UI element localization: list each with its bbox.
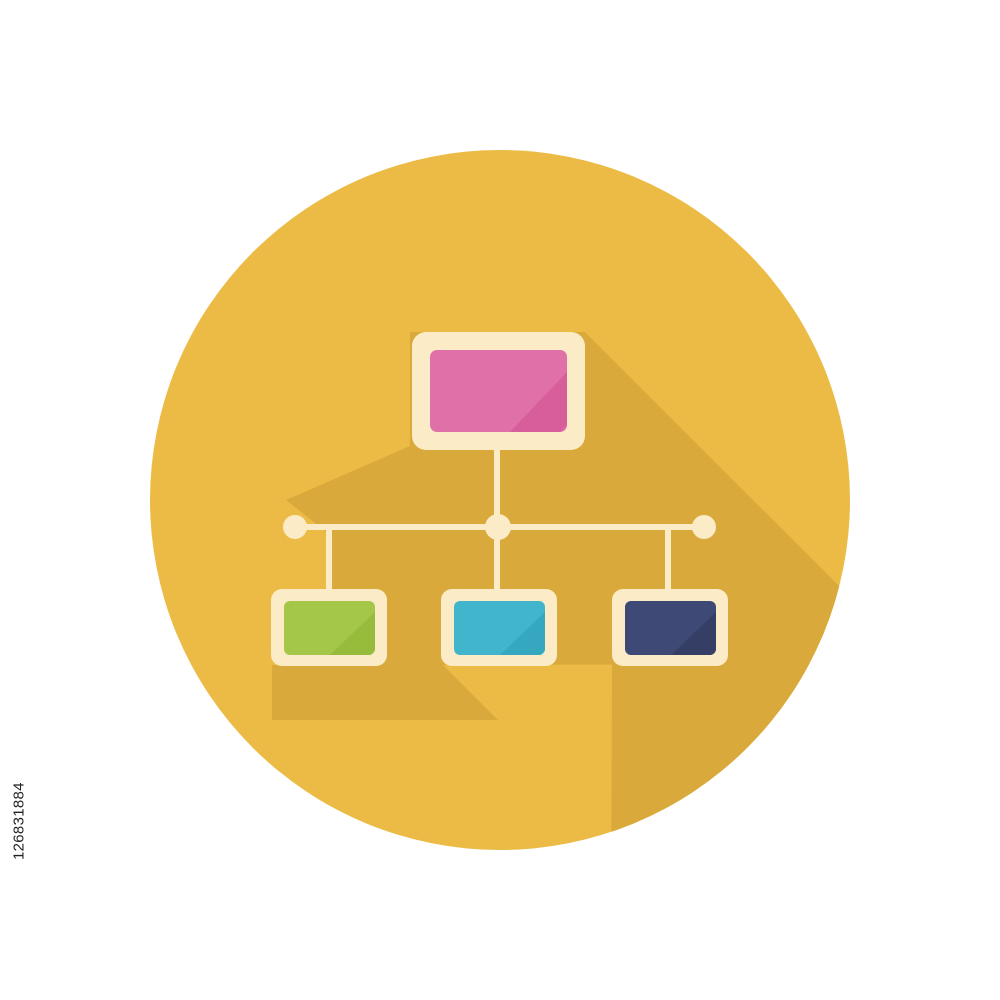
long-shadow: [270, 332, 850, 850]
connector-dots: [283, 514, 716, 540]
center-junction-dot: [485, 514, 511, 540]
left-junction-dot: [283, 515, 307, 539]
stock-image-id: 126831884: [10, 782, 28, 860]
middle-node: [441, 589, 557, 666]
left-node: [271, 589, 387, 666]
top-node-shine: [510, 372, 567, 432]
top-node: [412, 332, 585, 450]
middle-node-shine: [500, 612, 545, 655]
left-node-shine: [330, 612, 375, 655]
right-node-shine: [671, 612, 716, 655]
right-junction-dot: [692, 515, 716, 539]
right-node: [612, 589, 728, 666]
